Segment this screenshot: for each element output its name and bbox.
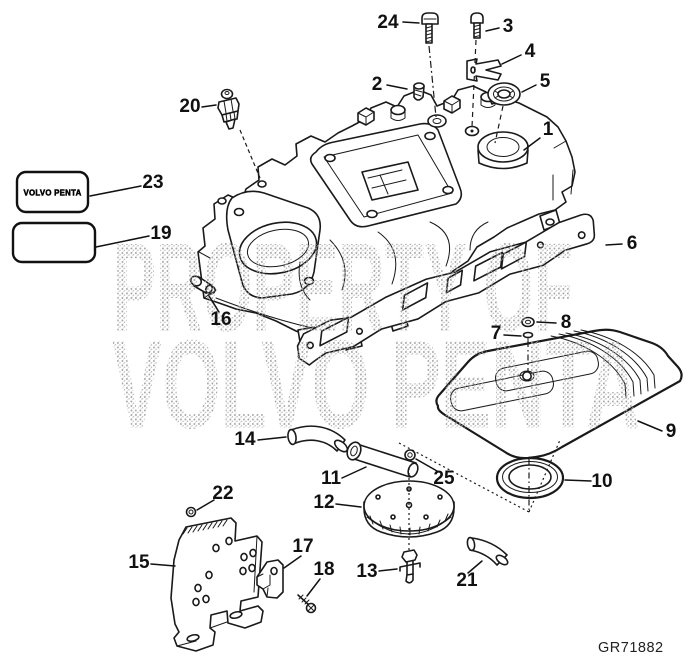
callout-3: 3 [503, 16, 514, 37]
callout-24: 24 [377, 12, 399, 33]
callout-8: 8 [561, 312, 572, 333]
callout-21: 21 [456, 570, 478, 591]
seal-5-drawing [487, 82, 521, 106]
callout-4: 4 [525, 41, 536, 62]
callout-19: 19 [150, 223, 171, 244]
assembly-axis-lines [239, 39, 561, 550]
hose-21-drawing [466, 536, 509, 566]
vent-tube-drawing [346, 441, 419, 478]
callout-1: 1 [543, 119, 554, 140]
nut-25-drawing [404, 449, 416, 461]
callout-18: 18 [313, 559, 334, 580]
callout-13: 13 [356, 561, 377, 582]
callout-2: 2 [372, 74, 383, 95]
brand-decal-text: VOLVO PENTA [24, 188, 82, 198]
callout-leader-lines [89, 21, 663, 597]
callout-25: 25 [433, 468, 455, 489]
watermark: PROPERTY OF VOLVO PENTA [112, 217, 640, 455]
callout-12: 12 [313, 492, 334, 513]
nut-8-drawing [521, 316, 535, 328]
drawing-number: GR71882 [598, 640, 664, 656]
watermark-line-1: PROPERTY OF [113, 217, 573, 358]
callout-14: 14 [234, 429, 256, 450]
plug-2-drawing [413, 82, 425, 101]
gasket-drawing [296, 213, 596, 366]
callout-22: 22 [212, 483, 233, 504]
callout-numbers: 1 2 3 4 5 6 7 8 9 10 11 12 13 14 15 16 1… [128, 12, 676, 591]
watermark-line-2: VOLVO PENTA [112, 314, 640, 455]
fitting-16-drawing [189, 275, 214, 294]
hose-14-drawing [287, 425, 349, 453]
callout-23: 23 [142, 172, 163, 193]
blank-decal [11, 221, 97, 264]
callout-17: 17 [292, 536, 313, 557]
screw-18-drawing [297, 594, 317, 614]
sensor-20-drawing [217, 88, 240, 130]
callout-9: 9 [666, 421, 677, 442]
brand-decal: VOLVO PENTA [15, 170, 90, 214]
bolt-24-drawing [421, 12, 439, 44]
callout-20: 20 [179, 96, 200, 117]
fitting-13-drawing [399, 549, 421, 584]
callout-16: 16 [210, 309, 231, 330]
callout-15: 15 [128, 552, 150, 573]
callout-11: 11 [321, 468, 342, 489]
engine-cover-drawing [435, 328, 683, 460]
bolt-3-drawing [470, 12, 484, 39]
washer-7-drawing [522, 331, 534, 342]
nut-22-drawing [185, 506, 197, 518]
clip-4-drawing [466, 58, 502, 82]
callout-7: 7 [491, 323, 502, 344]
callout-6: 6 [627, 233, 638, 254]
clamp-drawing [256, 559, 284, 599]
callout-5: 5 [540, 71, 551, 92]
callout-10: 10 [591, 471, 612, 492]
bracket-drawing [170, 517, 264, 652]
seal-ring-drawing [495, 456, 565, 500]
